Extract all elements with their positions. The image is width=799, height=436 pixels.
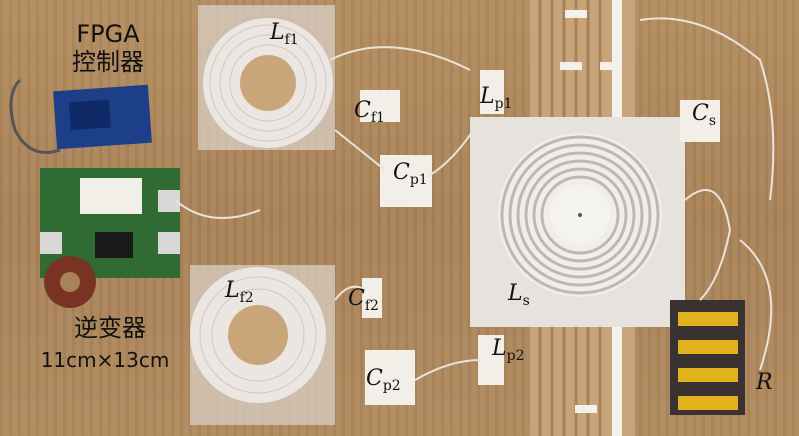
fpga-label-line2: 控制器 xyxy=(72,48,144,76)
fpga-label: FPGA 控制器 xyxy=(58,22,158,74)
label-lf2: Lf2 xyxy=(225,278,254,306)
coil-ls-icon xyxy=(498,133,662,297)
cap-cp1-icon xyxy=(380,155,432,207)
label-ls: Ls xyxy=(508,281,530,309)
label-lp1: Lp1 xyxy=(480,84,513,112)
ind-lp1-icon xyxy=(480,70,504,114)
cap-cf1-icon xyxy=(360,90,400,122)
cap-cs-icon xyxy=(680,100,720,142)
label-lp2: Lp2 xyxy=(492,336,525,364)
coil-lf2-icon xyxy=(190,267,326,403)
label-cf2: Cf2 xyxy=(348,286,379,314)
fpga-board-icon xyxy=(53,84,152,150)
inverter-label: 逆变器 xyxy=(74,314,146,342)
load-resistor-icon xyxy=(670,300,745,415)
fpga-label-line1: FPGA xyxy=(76,20,140,48)
cap-cf2-icon xyxy=(362,278,382,318)
label-cf1: Cf1 xyxy=(354,98,385,126)
cap-cp2-icon xyxy=(365,350,415,405)
inverter-size-label: 11cm×13cm xyxy=(40,348,170,372)
label-cp2: Cp2 xyxy=(366,366,401,394)
label-lf1: Lf1 xyxy=(270,20,299,48)
ind-lp2-icon xyxy=(478,335,504,385)
label-cs: Cs xyxy=(692,101,717,129)
label-r: R xyxy=(756,370,773,395)
coil-lf1-icon xyxy=(203,18,333,148)
label-cp1: Cp1 xyxy=(393,160,428,188)
